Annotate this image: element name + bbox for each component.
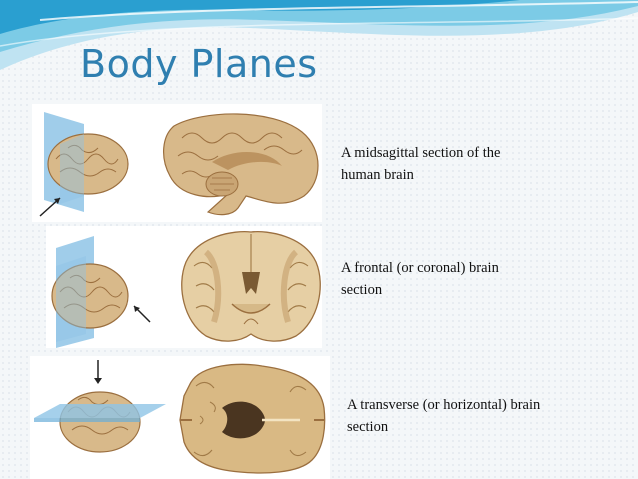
caption-line: A frontal (or coronal) brain <box>341 260 499 276</box>
transverse-brain-image <box>30 356 330 479</box>
transverse-caption: A transverse (or horizontal) brain secti… <box>347 394 540 438</box>
arrow-icon <box>133 305 151 323</box>
header-wave-decoration <box>0 0 638 70</box>
caption-line: A transverse (or horizontal) brain <box>347 397 541 413</box>
frontal-brain-image <box>46 226 322 348</box>
slide-title: Body Planes <box>80 42 318 86</box>
caption-line: section <box>341 282 383 298</box>
transverse-plane <box>34 404 166 418</box>
arrow-icon <box>94 360 102 384</box>
caption-line: section <box>347 419 389 435</box>
frontal-caption: A frontal (or coronal) brain section <box>341 257 499 301</box>
caption-line: A midsagittal section of the <box>341 145 501 161</box>
midsagittal-brain-image <box>32 104 322 222</box>
midsagittal-caption: A midsagittal section of the human brain <box>341 142 500 186</box>
caption-line: human brain <box>341 167 414 183</box>
arrow-icon <box>39 197 61 217</box>
